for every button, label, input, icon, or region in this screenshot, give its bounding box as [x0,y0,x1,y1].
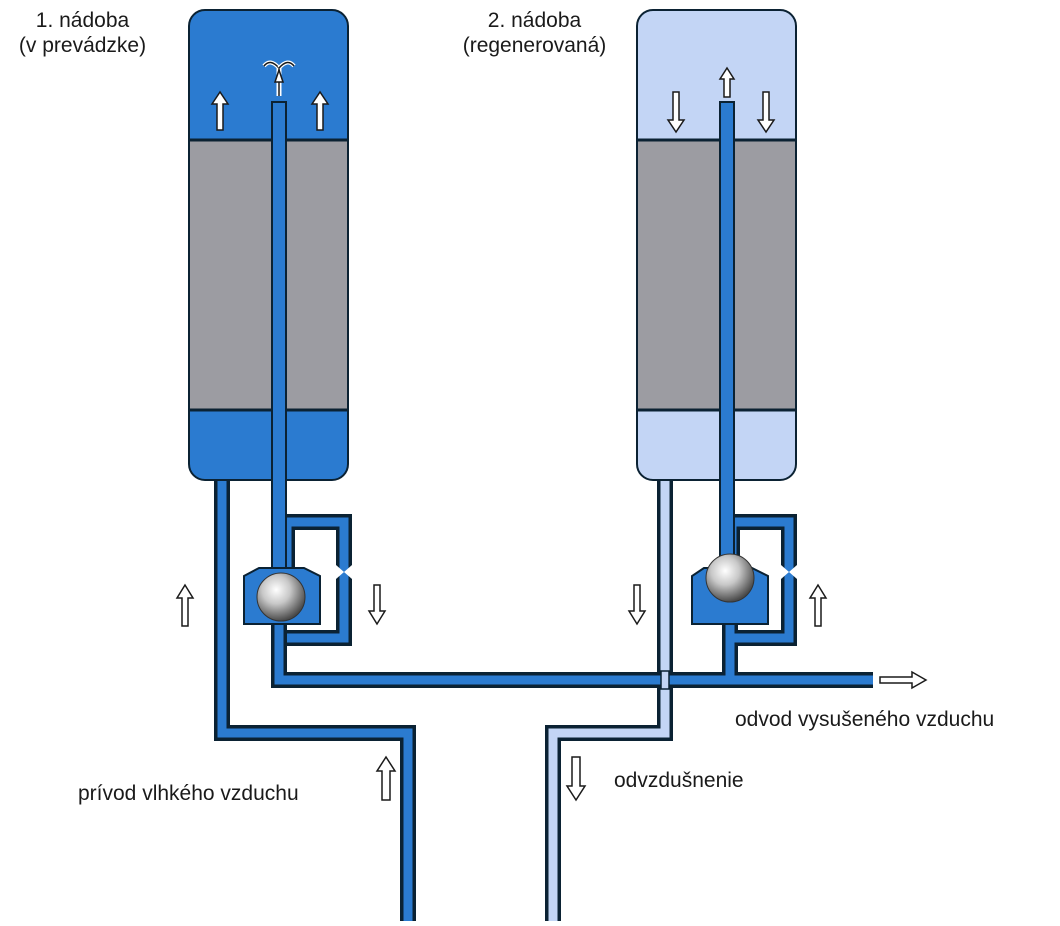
flow-arrow-icon [718,66,736,98]
vessel2-title-line2: (regenerovaná) [462,34,607,57]
pipes [214,470,873,921]
vessel2-title-line1: 2. nádoba [487,9,582,32]
flow-arrow-icon [808,583,828,627]
check-valve-ball-icon [691,553,769,625]
check-valve-ball-icon [243,567,321,625]
flow-arrow-icon [756,91,776,134]
vessel-1 [188,9,349,591]
vessel1-title: 1. nádoba (v prevádzke) [0,8,165,58]
diffuser-icon [262,60,296,96]
vessel1-desiccant [190,140,347,410]
flow-arrows [175,66,928,802]
valve2-ball [705,553,755,603]
vent-label: odvzdušnenie [614,769,744,792]
vessel2-title: 2. nádoba (regenerovaná) [442,8,627,58]
vessel2-desiccant [638,140,795,410]
flow-arrow-icon [367,584,387,626]
vessel1-title-line1: 1. nádoba [35,9,130,32]
vessel1-title-line2: (v prevádzke) [18,34,147,57]
flow-arrow-icon [310,90,330,131]
flow-arrow-icon [627,584,647,626]
flow-arrow-icon [175,583,195,627]
bypass-pinch-markers [336,565,797,579]
valve1-ball [256,572,306,622]
inlet-pipe [214,470,416,921]
flow-arrow-icon [565,756,587,802]
vent-crossing [660,670,670,690]
vessel1-riser-tube [271,101,287,591]
flow-arrow-icon [210,90,230,131]
vessel2-riser-tube [719,101,735,591]
inlet-label: prívod vlhkého vzduchu [78,782,299,805]
outlet-label: odvod vysušeného vzduchu [735,708,995,731]
flow-arrow-icon [666,91,686,134]
flow-arrow-icon [375,755,397,801]
flow-arrow-icon [879,670,928,690]
vent-pipe [545,470,673,921]
